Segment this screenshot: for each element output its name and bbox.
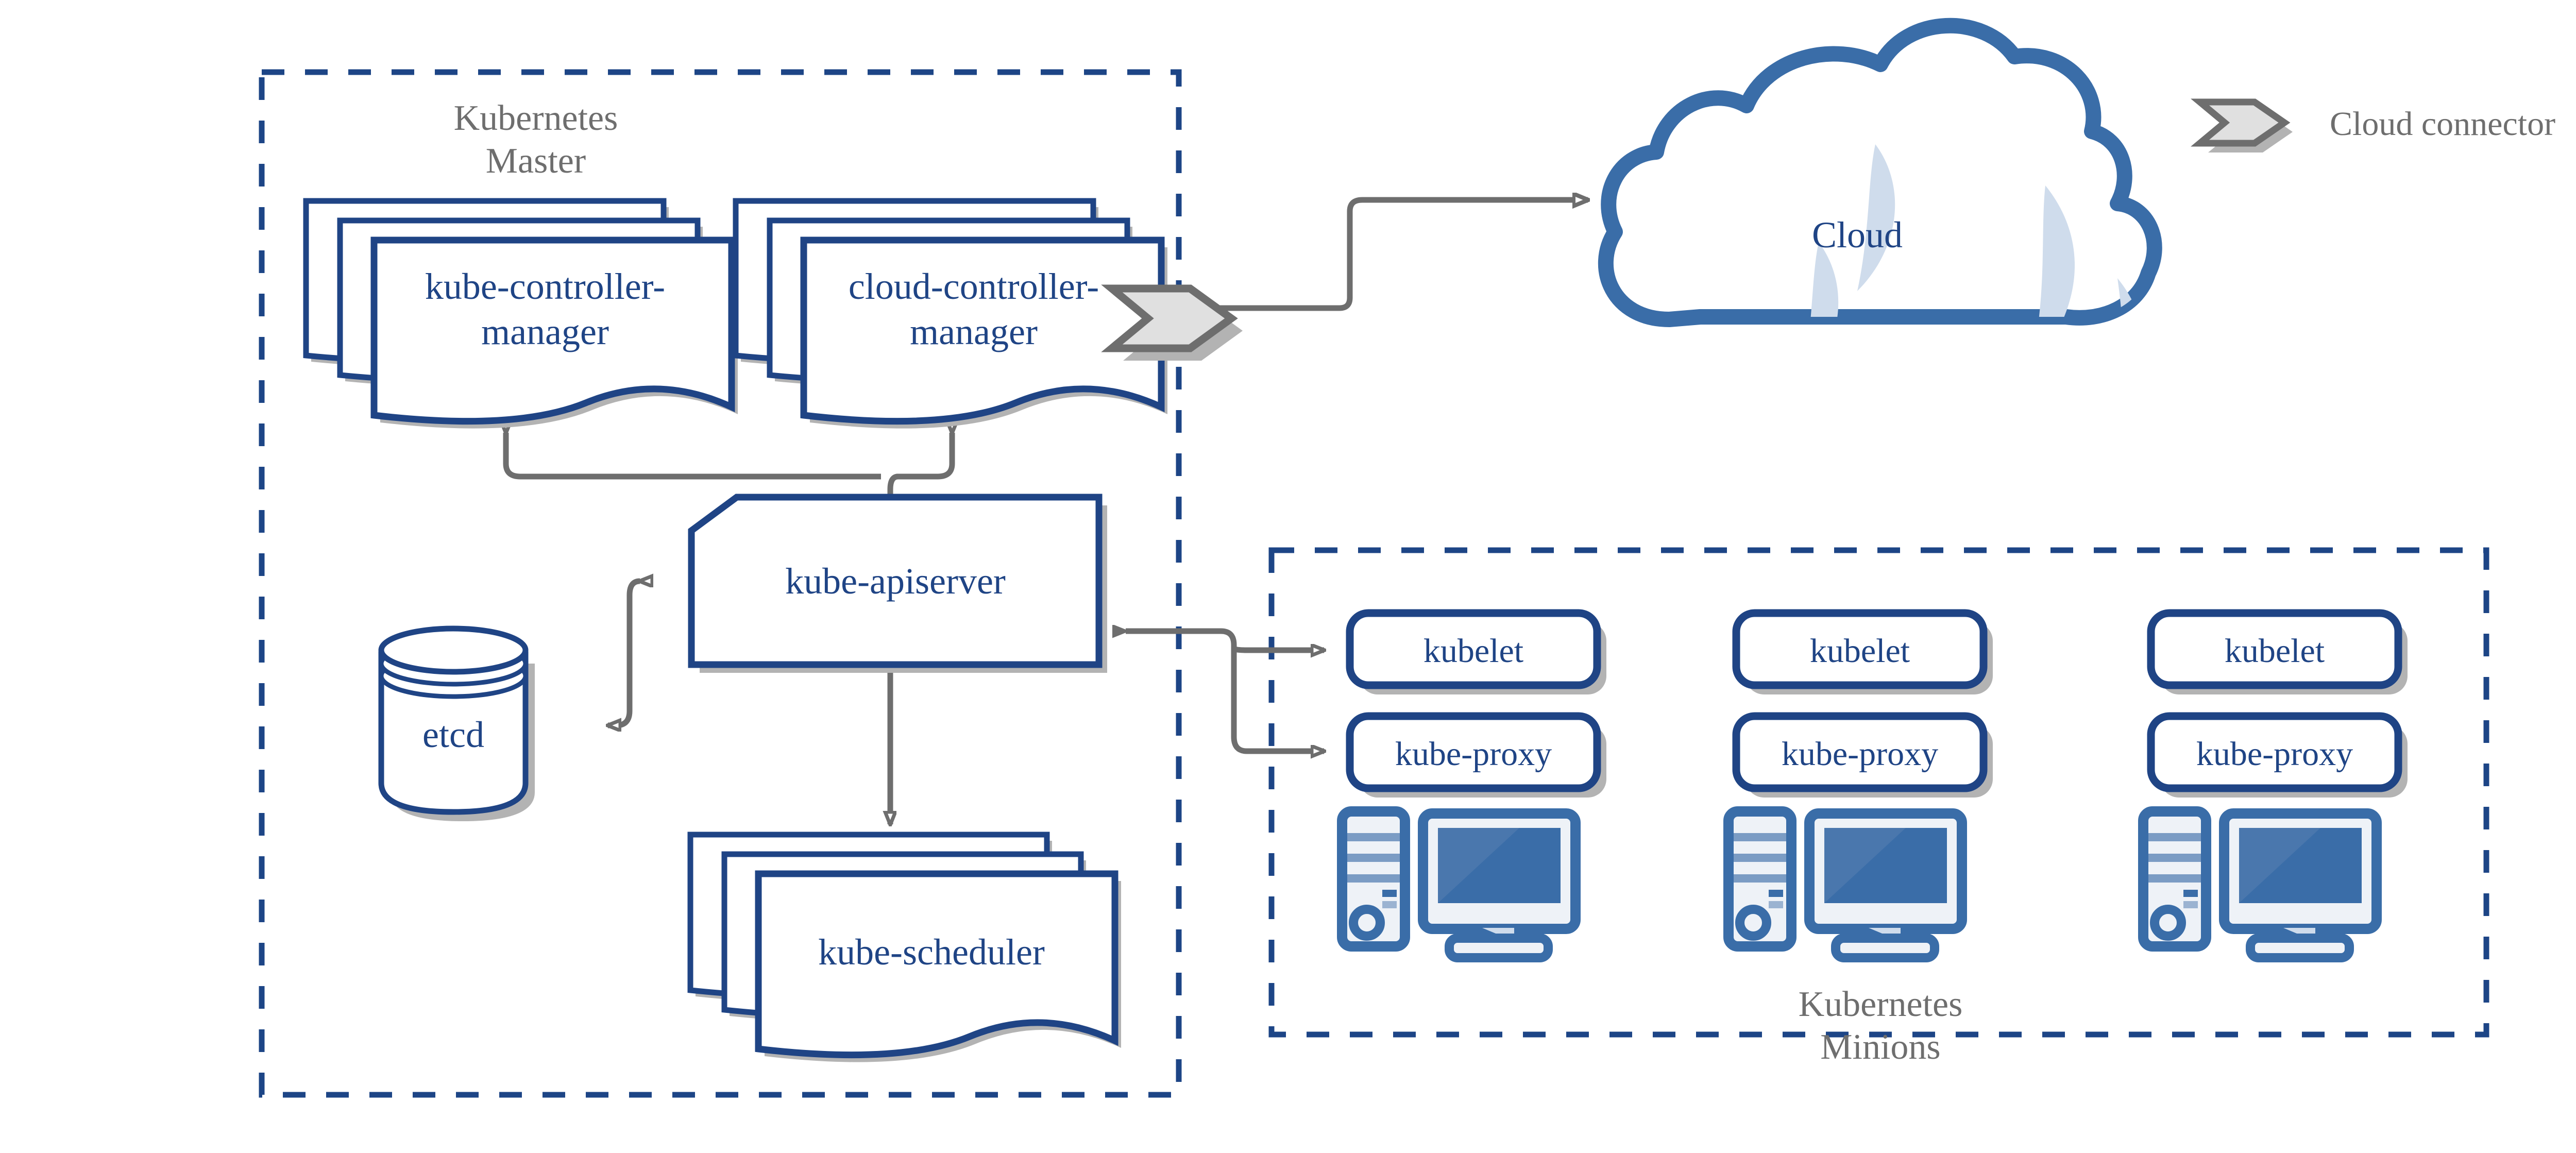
group-kubernetes-minions <box>1268 547 2489 1038</box>
tower-power-button <box>1735 905 1771 941</box>
cloud-label: Cloud <box>1812 214 1903 256</box>
cloud-connector-icon[interactable] <box>1101 284 1243 361</box>
etcd-ring-top <box>378 625 529 675</box>
kube-controller-manager-label-line2: manager <box>481 311 609 352</box>
connector-apiserver-branch-left <box>506 433 881 480</box>
cloud-controller-manager-label-line1: cloud-controller- <box>849 266 1099 307</box>
tower-slot-1 <box>1347 833 1400 841</box>
tower-slot-2 <box>2148 854 2201 862</box>
minion-2-computer-icon <box>1723 806 1967 962</box>
connector-cloud-controller-to-cloud <box>1213 200 1588 311</box>
minions-group-label: Kubernetes Minions <box>1799 985 1963 1067</box>
tower-slot-3 <box>1734 874 1786 883</box>
legend-cloud-connector-label: Cloud connector <box>2330 105 2555 143</box>
connector-apiserver-to-kubeproxy <box>1126 631 1324 751</box>
tower-slot-2 <box>1734 854 1786 862</box>
connector-layer <box>506 200 1588 824</box>
minion-2-kubelet-label: kubelet <box>1810 632 1910 670</box>
master-group-label: Kubernetes Master <box>454 98 618 181</box>
kube-scheduler-label: kube-scheduler <box>818 931 1045 973</box>
minion-2-kube-proxy-box[interactable] <box>1732 712 1988 792</box>
connector-etcd-apiserver <box>608 581 640 725</box>
legend-item-cloud-connector[interactable]: Cloud connector <box>2191 98 2555 152</box>
minion-3[interactable]: kubelet kube-proxy <box>2138 609 2408 962</box>
minion-1-kubelet-label: kubelet <box>1423 632 1523 670</box>
kube-controller-manager-label-line1: kube-controller- <box>425 266 665 307</box>
cloud-accent-3 <box>2030 185 2075 319</box>
connector-apiserver-to-kubelet <box>1231 648 1324 650</box>
screen-dark <box>1438 828 1561 903</box>
tower-led-2 <box>1769 901 1783 908</box>
apiserver-box <box>688 494 1103 668</box>
screen-dark <box>2239 828 2362 903</box>
minion-2-kubelet-box[interactable] <box>1732 609 1988 689</box>
minion-1-kube-proxy-label: kube-proxy <box>1395 735 1552 773</box>
screen-dark <box>1824 828 1947 903</box>
minion-3-kube-proxy-box[interactable] <box>2147 712 2402 792</box>
minion-1-kubelet-box[interactable] <box>1346 609 1601 689</box>
node-cloud[interactable]: Cloud <box>1598 18 2162 392</box>
cloud-controller-manager-label-line2: manager <box>910 311 1038 352</box>
cloud-accent-1 <box>1857 144 1895 291</box>
connector-apiserver-merge-down <box>890 473 899 510</box>
group-kubernetes-master <box>259 69 1182 1098</box>
minion-3-kubelet-label: kubelet <box>2225 632 2325 670</box>
minion-3-kubelet-box[interactable] <box>2147 609 2402 689</box>
doc-sheet-front <box>800 236 1165 425</box>
minion-2[interactable]: kubelet kube-proxy <box>1723 609 1993 962</box>
monitor-base <box>2246 934 2354 962</box>
etcd-label: etcd <box>422 714 484 755</box>
monitor-base <box>1445 934 1553 962</box>
cloud-accent-2 <box>1801 242 1839 319</box>
node-kube-controller-manager[interactable]: kube-controller- manager <box>303 198 738 429</box>
master-boundary <box>259 69 1182 1098</box>
doc-sheet-front <box>755 870 1118 1059</box>
node-cloud-controller-manager[interactable]: cloud-controller- manager <box>733 198 1167 429</box>
connector-apiserver-branch-right <box>896 433 952 480</box>
master-label-line1: Kubernetes <box>454 98 618 138</box>
tower-led-2 <box>2183 901 2198 908</box>
legend: Cloud connector <box>2191 98 2555 152</box>
node-kube-scheduler[interactable]: kube-scheduler <box>687 832 1121 1062</box>
tower-slot-2 <box>1347 854 1400 862</box>
kube-apiserver-label: kube-apiserver <box>785 561 1006 602</box>
minion-1-computer-icon <box>1337 806 1581 962</box>
monitor-base <box>1831 934 1939 962</box>
master-label-line2: Master <box>486 141 586 181</box>
tower-power-button <box>1349 905 1385 941</box>
minion-3-kube-proxy-label: kube-proxy <box>2196 735 2353 773</box>
minion-2-kube-proxy-label: kube-proxy <box>1782 735 1938 773</box>
tower-slot-3 <box>2148 874 2201 883</box>
chevron-connector-icon <box>2191 98 2291 147</box>
minions-label-line2: Minions <box>1820 1027 1940 1067</box>
chevron-connector-icon <box>1101 284 1238 352</box>
tower-led-2 <box>1382 901 1397 908</box>
minion-1[interactable]: kubelet kube-proxy <box>1337 609 1606 962</box>
node-kube-apiserver[interactable]: kube-apiserver <box>688 494 1107 673</box>
minion-3-computer-icon <box>2138 806 2382 962</box>
tower-led-1 <box>1382 890 1397 897</box>
minions-label-line1: Kubernetes <box>1799 985 1963 1024</box>
tower-slot-1 <box>1734 833 1786 841</box>
tower-slot-1 <box>2148 833 2201 841</box>
tower-power-button <box>2150 905 2186 941</box>
tower-led-1 <box>1769 890 1783 897</box>
minions-boundary <box>1268 547 2489 1038</box>
tower-slot-3 <box>1347 874 1400 883</box>
doc-sheet-front <box>370 236 735 425</box>
tower-led-1 <box>2183 890 2198 897</box>
node-etcd[interactable]: etcd <box>378 625 535 821</box>
minion-1-kube-proxy-box[interactable] <box>1346 712 1601 792</box>
